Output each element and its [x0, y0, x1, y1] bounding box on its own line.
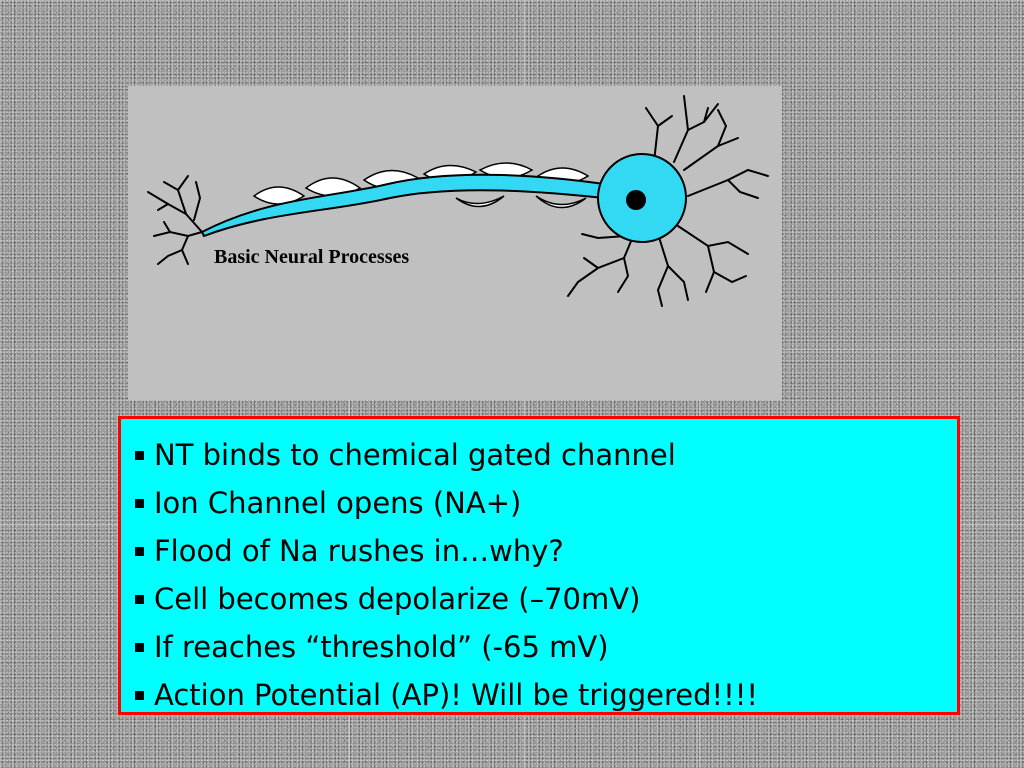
- neuron-illustration: [147, 95, 769, 307]
- bullet-item: If reaches “threshold” (-65 mV): [135, 623, 957, 671]
- bullet-text: Flood of Na rushes in…why?: [154, 534, 564, 568]
- square-bullet-icon: [135, 546, 144, 556]
- neuron-figure: Basic Neural Processes: [128, 86, 782, 400]
- bullet-box: NT binds to chemical gated channel Ion C…: [118, 416, 960, 715]
- figure-caption: Basic Neural Processes: [214, 246, 410, 268]
- bullet-list: NT binds to chemical gated channel Ion C…: [135, 431, 957, 719]
- bullet-item: Flood of Na rushes in…why?: [135, 527, 957, 575]
- square-bullet-icon: [135, 642, 144, 652]
- square-bullet-icon: [135, 594, 144, 604]
- square-bullet-icon: [135, 450, 144, 460]
- bullet-item: Cell becomes depolarize (–70mV): [135, 575, 957, 623]
- bullet-text: If reaches “threshold” (-65 mV): [154, 630, 609, 664]
- square-bullet-icon: [135, 498, 144, 508]
- dendrites: [567, 95, 769, 307]
- bullet-item: Action Potential (AP)! Will be triggered…: [135, 671, 957, 719]
- nucleus: [626, 190, 646, 210]
- bullet-text: Ion Channel opens (NA+): [154, 486, 522, 520]
- bullet-item: Ion Channel opens (NA+): [135, 479, 957, 527]
- axon: [200, 173, 605, 238]
- bullet-item: NT binds to chemical gated channel: [135, 431, 957, 479]
- bullet-text: NT binds to chemical gated channel: [154, 438, 676, 472]
- bullet-text: Cell becomes depolarize (–70mV): [154, 582, 641, 616]
- bullet-text: Action Potential (AP)! Will be triggered…: [154, 678, 759, 712]
- axon-terminal-branches: [147, 175, 203, 265]
- square-bullet-icon: [135, 690, 144, 700]
